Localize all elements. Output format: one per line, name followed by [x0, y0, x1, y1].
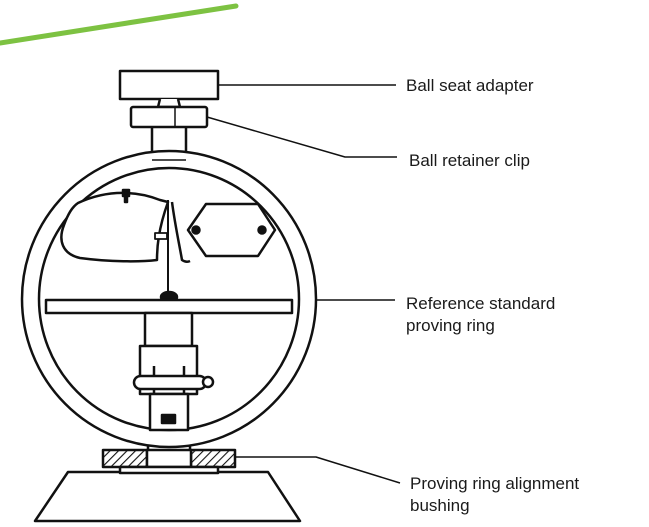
leader-ball-retainer	[206, 116, 397, 158]
label-alignment-line2: bushing	[410, 496, 470, 515]
dial-knob	[121, 188, 131, 204]
horizontal-beam	[44, 298, 294, 315]
proving-ring-drawing	[20, 69, 401, 523]
label-alignment-line1: Proving ring alignment	[410, 474, 580, 493]
alignment-bushing-left	[101, 448, 149, 469]
oval-plate-screw-left	[191, 225, 201, 235]
oval-plate	[186, 202, 277, 258]
lock-handle-end	[201, 375, 215, 389]
ball-seat-adapter	[118, 69, 220, 101]
ball-retainer-clip	[129, 105, 209, 129]
dial-plate	[60, 191, 170, 263]
pointer-bracket	[154, 232, 168, 240]
base-plate	[33, 470, 302, 523]
label-proving-ring-alignment-bushing: Proving ring alignment bushing	[410, 473, 579, 517]
label-reference-standard-proving-ring: Reference standard proving ring	[406, 293, 555, 337]
micrometer-thimble	[148, 392, 190, 432]
top-neck	[150, 127, 188, 152]
micrometer-head	[143, 311, 194, 348]
leader-alignment	[235, 456, 401, 484]
bushing-seat	[118, 465, 220, 475]
label-ball-seat-adapter: Ball seat adapter	[406, 76, 534, 95]
label-reference-line2: proving ring	[406, 316, 495, 335]
lock-handle	[132, 374, 208, 391]
alignment-bushing-right	[189, 448, 237, 469]
label-reference-line1: Reference standard	[406, 294, 556, 313]
oval-plate-screw-right	[257, 225, 267, 235]
alignment-bushing-center	[145, 448, 193, 469]
micrometer-nut	[160, 413, 177, 425]
label-ball-retainer-clip: Ball retainer clip	[409, 151, 530, 170]
green-accent-line	[0, 3, 239, 46]
dial-plate-right	[170, 201, 191, 263]
